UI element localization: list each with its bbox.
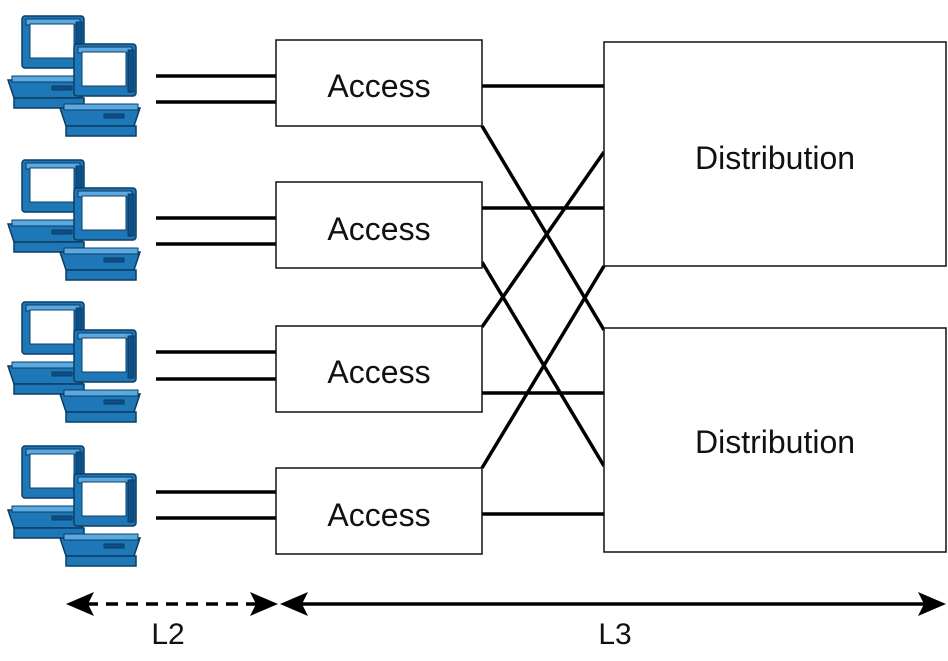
arrow-left-icon <box>66 592 94 616</box>
access-label: Access <box>327 354 430 390</box>
uplink <box>480 150 606 329</box>
access-switch-2: Access <box>275 181 483 269</box>
access-label: Access <box>327 211 430 247</box>
distribution-switch-1: Distribution <box>603 41 947 267</box>
uplink <box>480 125 606 331</box>
arrow-right-icon <box>918 592 946 616</box>
uplink <box>480 265 606 469</box>
access-switch-3: Access <box>275 325 483 413</box>
host-group-2 <box>7 159 141 281</box>
l3-span-arrow: L3 <box>280 592 946 651</box>
access-label: Access <box>327 497 430 533</box>
uplinks <box>480 84 606 516</box>
distribution-label: Distribution <box>695 424 855 460</box>
arrow-right-icon <box>250 592 278 616</box>
host-group-4 <box>7 445 141 567</box>
host-cables <box>156 74 276 520</box>
distribution-switch-2: Distribution <box>603 327 947 553</box>
l2-span-arrow: L2 <box>66 592 278 651</box>
host-group-3 <box>7 301 141 423</box>
host-group-1 <box>7 15 141 137</box>
l3-label: L3 <box>598 618 631 651</box>
access-switch-1: Access <box>275 39 483 127</box>
access-label: Access <box>327 68 430 104</box>
access-switch-4: Access <box>275 467 483 555</box>
l2-label: L2 <box>151 618 184 651</box>
distribution-label: Distribution <box>695 140 855 176</box>
arrow-left-icon <box>280 592 308 616</box>
